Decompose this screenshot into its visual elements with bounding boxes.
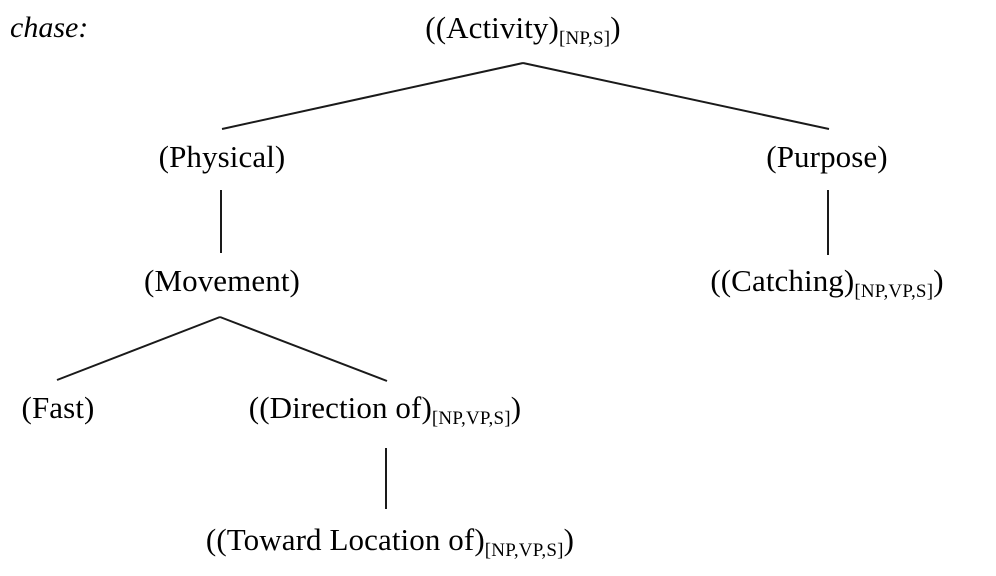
edge-root-physical — [221, 62, 524, 130]
node-catching-label: ((Catching) — [710, 263, 855, 298]
node-purpose: (Purpose) — [766, 141, 887, 172]
node-movement-label: (Movement) — [144, 263, 300, 298]
node-toward-location-of-label: ((Toward Location of) — [205, 522, 485, 557]
node-toward-location-of-tail: ) — [563, 522, 575, 557]
node-toward-location-of: ((Toward Location of)[NP,VP,S]) — [205, 522, 575, 560]
node-direction-of: ((Direction of)[NP,VP,S]) — [248, 390, 522, 428]
node-fast-label: (Fast) — [21, 390, 95, 425]
node-catching-tail: ) — [933, 263, 944, 298]
node-root-tail: ) — [610, 10, 621, 45]
edge-movement-fast — [56, 316, 221, 381]
node-catching: ((Catching)[NP,VP,S]) — [710, 263, 944, 301]
node-movement: (Movement) — [144, 265, 300, 296]
node-physical-label: (Physical) — [158, 139, 286, 174]
node-toward-location-of-subscript: [NP,VP,S] — [484, 540, 564, 561]
node-purpose-label: (Purpose) — [766, 139, 888, 174]
node-direction-of-subscript: [NP,VP,S] — [431, 408, 511, 429]
node-root-subscript: [NP,S] — [558, 28, 611, 49]
node-direction-of-tail: ) — [510, 390, 522, 425]
headword-label: chase: — [10, 11, 89, 44]
edge-movement-direction-of — [219, 316, 388, 382]
node-direction-of-label: ((Direction of) — [248, 390, 432, 425]
node-root: ((Activity)[NP,S]) — [425, 10, 621, 48]
node-fast: (Fast) — [22, 392, 95, 423]
node-root-label: ((Activity) — [425, 10, 559, 45]
node-catching-subscript: [NP,VP,S] — [854, 281, 934, 302]
node-physical: (Physical) — [159, 141, 286, 172]
edge-root-purpose — [522, 62, 830, 130]
